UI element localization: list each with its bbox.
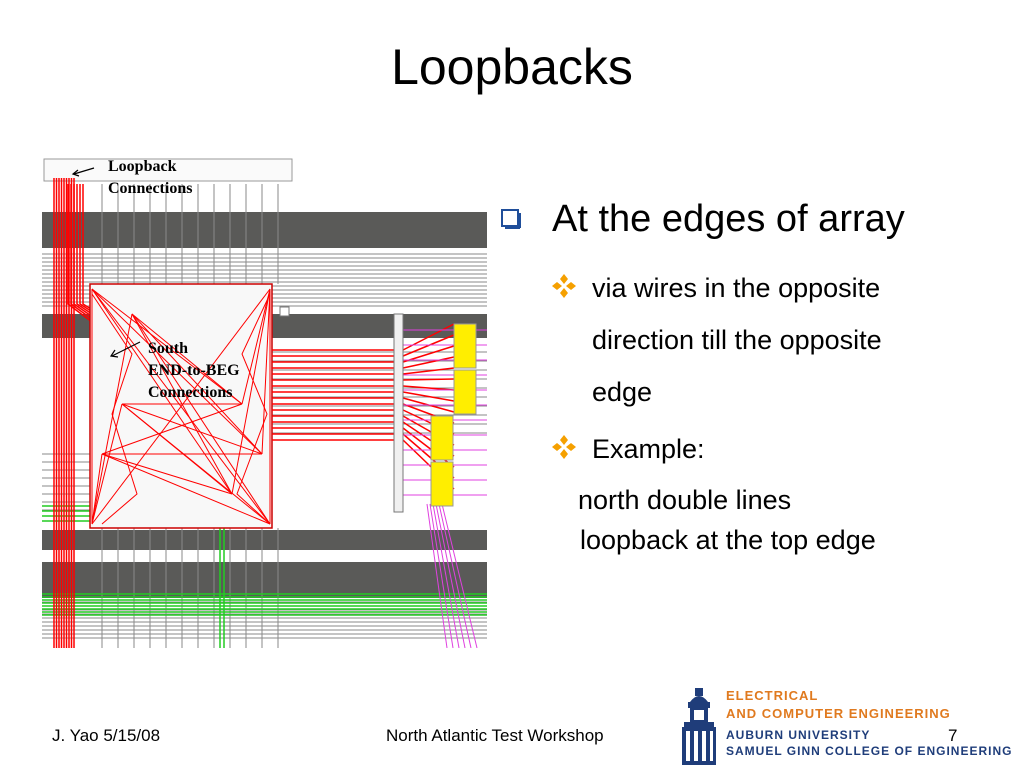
annotation-loopback-connections: Loopback Connections [108, 156, 192, 200]
example-text: loopback at the top edge [580, 525, 876, 555]
annotation-line: Loopback [108, 158, 177, 175]
footer-event: North Atlantic Test Workshop [386, 726, 604, 745]
bullet-text: edge [592, 377, 653, 407]
page-number: 7 [948, 726, 958, 745]
square-bullet-icon [501, 209, 521, 229]
annotation-south-end-to-beg: South END-to-BEG Connections [148, 338, 240, 404]
footer-author-date: J. Yao 5/15/08 [52, 726, 161, 745]
bullet-text: direction till the opposite [592, 325, 882, 355]
bullet-text: At the edges of array [552, 198, 905, 240]
circuit-diagram [42, 154, 487, 648]
slide-title: Loopbacks [391, 39, 633, 95]
bullet-text: via wires in the opposite [592, 273, 881, 303]
diamond-bullet-icon [552, 435, 576, 459]
logo-text: AND COMPUTER ENGINEERING [726, 706, 951, 721]
samford-tower-icon [682, 688, 716, 765]
logo-text: SAMUEL GINN COLLEGE OF ENGINEERING [726, 744, 1013, 758]
logo-text: ELECTRICAL [726, 688, 819, 703]
diamond-bullet-icon [552, 274, 576, 298]
college-logo: ELECTRICAL AND COMPUTER ENGINEERING AUBU… [676, 684, 1016, 768]
bullet-text: Example: [592, 434, 705, 464]
annotation-line: END-to-BEG [148, 362, 240, 379]
logo-text: AUBURN UNIVERSITY [726, 728, 871, 742]
example-text: north double lines [578, 485, 792, 515]
yellow-block-group [430, 323, 477, 507]
annotation-line: South [148, 340, 189, 357]
annotation-line: Connections [108, 180, 193, 197]
annotation-line: Connections [148, 384, 233, 401]
loopback-circuit-figure: Loopback Connections South END-to-BEG Co… [42, 154, 487, 648]
